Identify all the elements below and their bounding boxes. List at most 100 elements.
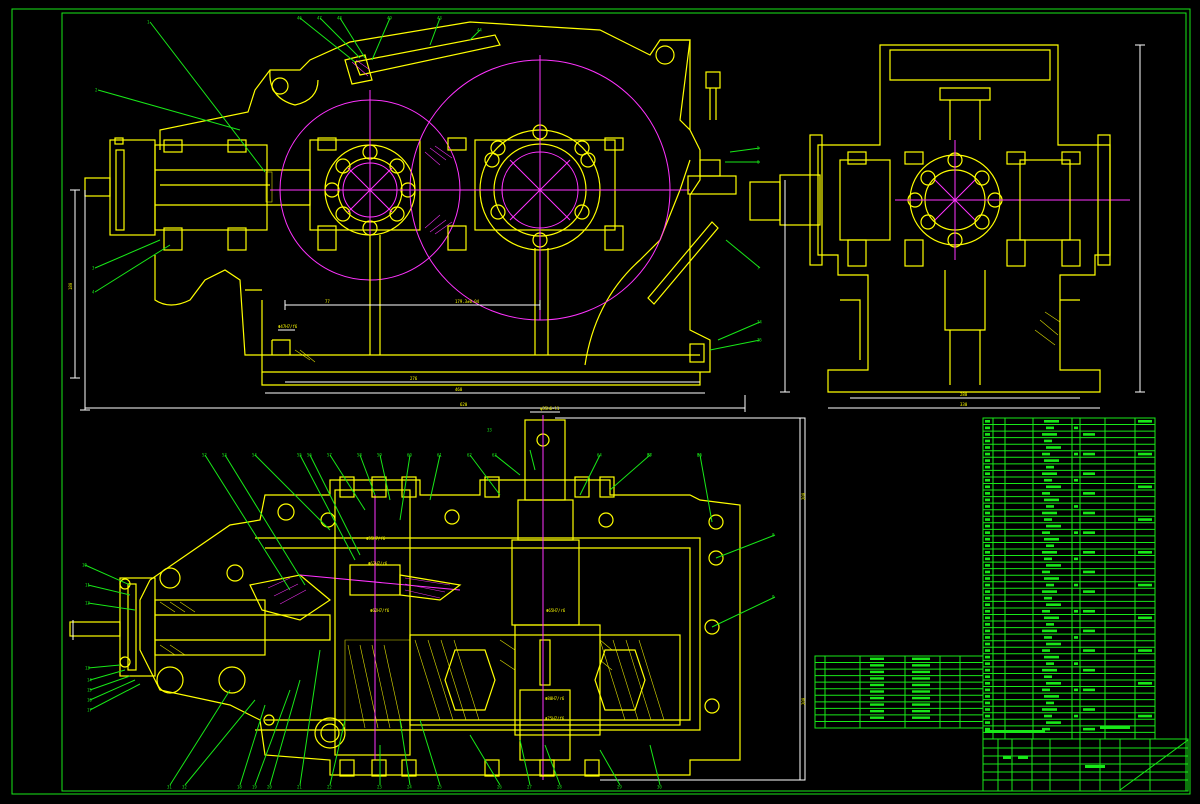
bom-cell-text (1046, 662, 1054, 665)
balloon-label: 7 (757, 266, 760, 271)
balloon-label: 56 (307, 453, 312, 458)
bom-cell-text (1046, 701, 1054, 705)
bom-cell-text (1042, 609, 1050, 613)
svg-text:200: 200 (801, 492, 806, 500)
balloon-label: 23 (377, 785, 382, 790)
spec-cell-text (870, 690, 884, 693)
spec-cell-text (870, 716, 884, 719)
bom-cell-text (1046, 524, 1061, 528)
bom-cell-text (1042, 531, 1050, 534)
svg-text:Φ47H7/f6: Φ47H7/f6 (278, 324, 298, 329)
bom-cell-text (1044, 439, 1052, 443)
bom-cell-text (1046, 583, 1054, 587)
bom-cell-text (1044, 655, 1059, 659)
housing-bolts (114, 71, 737, 363)
bom-cell-text (1044, 675, 1052, 679)
balloon-label: 62 (467, 453, 472, 458)
balloon-label: 16 (87, 698, 92, 703)
plan-output-gear (409, 624, 681, 736)
bearing-housing-left (309, 139, 421, 236)
svg-text:460: 460 (455, 387, 463, 392)
balloon-label: 43 (437, 16, 442, 21)
technical-characteristics-table (814, 655, 984, 729)
plan-dimensions: φ35h6-l1 Φ55H7/f6 Φ62H7/r6 Φ62H7/f6 Φ65H… (72, 406, 806, 781)
balloon-label: 58 (357, 453, 362, 458)
plan-cover-bolts (119, 476, 615, 777)
plan-section-view: φ35h6-l1 Φ55H7/f6 Φ62H7/r6 Φ62H7/f6 Φ65H… (69, 406, 806, 786)
spec-cell-text (870, 670, 884, 674)
balloon-label: 34 (757, 320, 762, 325)
balloon-label: 64 (597, 453, 602, 458)
bom-cell-text (1046, 603, 1061, 606)
bom-cell-text (1044, 695, 1059, 698)
spec-cell-text (870, 677, 884, 680)
housing-outline (154, 21, 711, 386)
bearing-housing-right (474, 124, 616, 251)
bom-cell-text (1042, 570, 1050, 574)
balloon-label: 63 (492, 453, 497, 458)
svg-text:180: 180 (68, 282, 73, 290)
bom-cell-text (1046, 446, 1061, 449)
spec-cell-text (870, 703, 884, 706)
bom-cell-text (1042, 492, 1050, 495)
balloon-label: 66 (697, 453, 702, 458)
side-housing (749, 44, 1111, 393)
plan-intermediate-shaft (334, 489, 462, 760)
bom-cell-text (1042, 452, 1050, 456)
svg-text:Φ80H7/r6: Φ80H7/r6 (545, 696, 565, 701)
bom-cell-text (1044, 557, 1052, 561)
balloon-label: 36 (697, 453, 702, 458)
balloon-label: 54 (252, 453, 257, 458)
balloon-label: 12 (85, 601, 90, 606)
bom-cell-text (1042, 708, 1057, 711)
bom-cell-text (1042, 668, 1057, 672)
bom-cell-text (1046, 564, 1061, 567)
balloon-label: 32 (182, 785, 187, 790)
svg-text:280: 280 (960, 392, 968, 397)
bom-cell-text (1046, 485, 1061, 489)
spec-cell-text (870, 696, 884, 700)
balloon-label: 53 (222, 453, 227, 458)
balloon-label: 37 (647, 453, 652, 458)
balloon-label: 22 (327, 785, 332, 790)
title-block-text (1085, 765, 1105, 768)
plan-housing (139, 479, 741, 776)
balloon-label: 4 (92, 290, 95, 295)
balloon-label: 18 (237, 785, 242, 790)
bom-cell-text (1042, 433, 1057, 436)
input-shaft (84, 139, 311, 236)
plan-output-shaft (511, 415, 580, 780)
plan-input-shaft (69, 574, 461, 677)
bom-cell-text (1046, 623, 1054, 626)
balloon-label: 46 (297, 16, 302, 21)
balloon-label: 10 (82, 563, 87, 568)
bom-cell-text (1044, 714, 1052, 718)
bom-cell-text (1046, 642, 1061, 646)
balloon-label: 25 (437, 785, 442, 790)
balloon-label: 44 (477, 28, 482, 33)
svg-text:276: 276 (410, 376, 418, 381)
bom-cell-text (1044, 518, 1052, 521)
front-leaders (94, 17, 761, 351)
svg-text:179.3±0.04: 179.3±0.04 (455, 299, 480, 304)
front-elevation-view: 77 179.3±0.04 Φ47H7/f6 276 460 620 180 (68, 17, 761, 412)
balloon-label: 2 (95, 88, 98, 93)
bom-cell-text (1042, 511, 1057, 515)
balloon-label: 26 (497, 785, 502, 790)
bom-cell-text (1044, 459, 1059, 462)
balloon-label: 35 (757, 338, 762, 343)
balloon-label: 49 (387, 16, 392, 21)
balloon-label: 20 (267, 785, 272, 790)
bom-cell-text (1046, 682, 1061, 685)
balloon-label: 47 (317, 16, 322, 21)
balloon-label: 30 (657, 785, 662, 790)
balloon-label: 59 (377, 453, 382, 458)
balloon-label: 9 (772, 595, 775, 600)
balloon-label: 13 (85, 666, 90, 671)
bom-cell-text (1044, 577, 1059, 580)
side-elevation-view: 280 330 (749, 44, 1145, 409)
svg-text:Φ62H7/r6: Φ62H7/r6 (368, 561, 388, 566)
balloon-label: 60 (407, 453, 412, 458)
spec-cell-text (870, 683, 884, 687)
